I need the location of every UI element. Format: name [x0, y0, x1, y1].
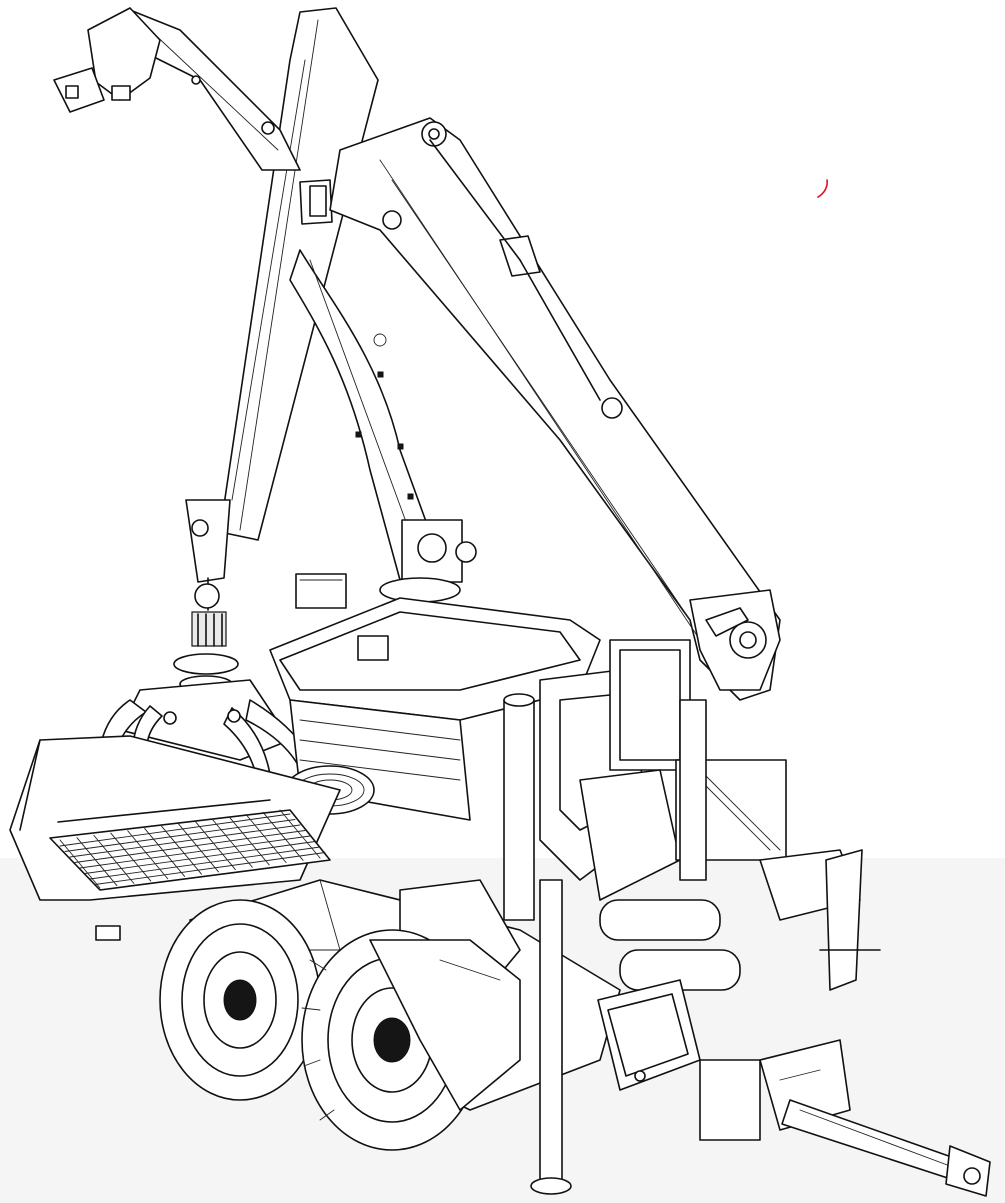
infeed-conveyor [9, 735, 341, 941]
rear-wheel [159, 899, 321, 1101]
conveyor-slat [245, 814, 287, 864]
conveyor-slat [228, 816, 270, 866]
conveyor-chain-line [89, 846, 321, 880]
conveyor-slat [127, 830, 169, 880]
red-pen-mark [817, 179, 828, 198]
conveyor-chain-line [94, 852, 326, 885]
conveyor-slat [93, 834, 135, 884]
outrigger-rollers [599, 849, 881, 991]
conveyor-slats [59, 809, 326, 889]
support-legs [503, 693, 707, 1195]
conveyor-slat [194, 821, 236, 870]
drawbar-hitch [781, 1099, 991, 1197]
crane-jib-arm [53, 7, 301, 171]
conveyor-chain-line [59, 813, 291, 847]
conveyor-slat [110, 832, 152, 882]
conveyor-chain-line [74, 830, 306, 863]
hydraulic-cylinder-left [185, 499, 231, 611]
engine-compartment [539, 639, 787, 901]
conveyor-slat [262, 811, 304, 861]
conveyor-slat [161, 825, 202, 875]
conveyor-slat [279, 809, 321, 859]
conveyor-slat [144, 828, 186, 877]
crane-turret [379, 519, 477, 603]
conveyor-chain-line [69, 824, 301, 858]
fender-box [369, 939, 521, 1111]
conveyor-chain-line [64, 819, 296, 852]
conveyor-chain-line [84, 841, 316, 874]
conveyor-slat [178, 823, 219, 873]
conveyor-slat [59, 839, 101, 889]
control-box [597, 979, 851, 1141]
conveyor-chain-line [79, 835, 311, 869]
conveyor-slat [76, 837, 118, 887]
crane-knuckle-boom [329, 117, 781, 701]
conveyor-slat [211, 818, 253, 868]
